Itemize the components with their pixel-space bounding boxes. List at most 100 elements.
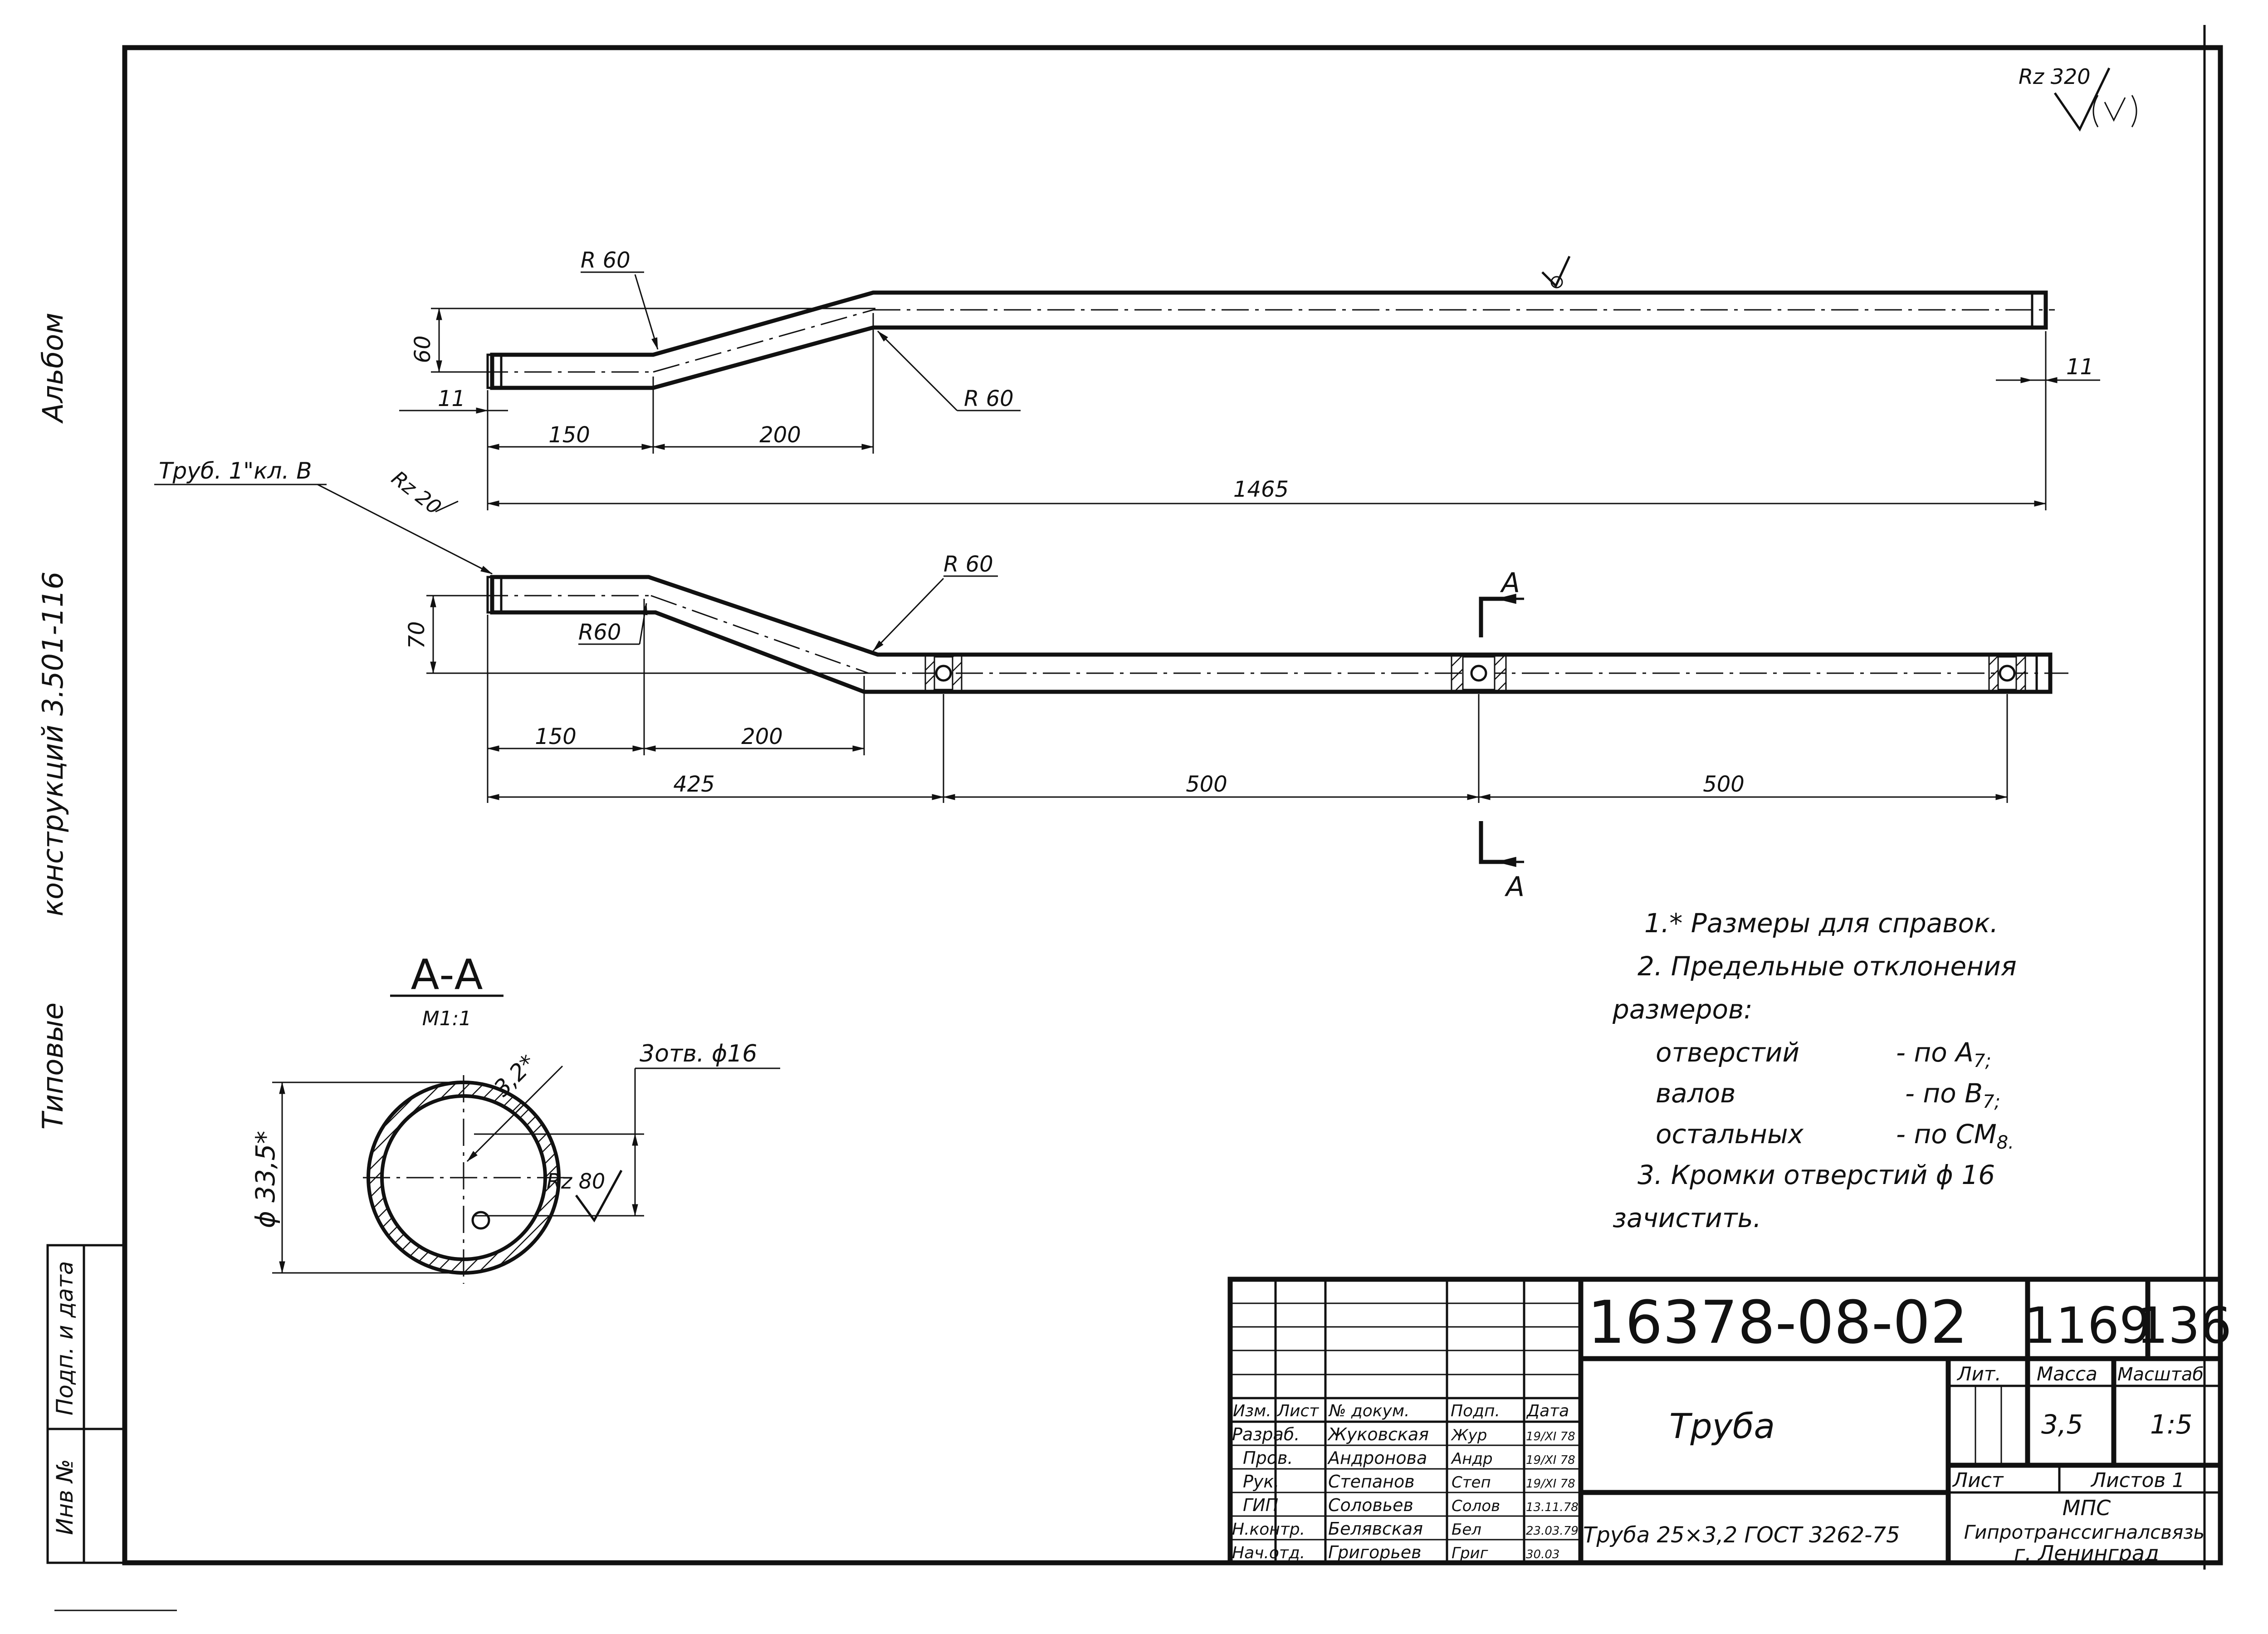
section-diameter: ϕ 33,5* (250, 1131, 281, 1228)
tb-drawing-number: 16378-08-02 (1588, 1288, 1968, 1357)
section-holes: 3отв. ϕ16 (640, 1040, 757, 1067)
note-3b: зачистить. (1613, 1203, 1761, 1233)
left-strip-inv-no: Инв № (52, 1459, 78, 1535)
left-strip: Подп. и дата Инв № (46, 1244, 126, 1564)
tb-signer-row: Рук. Степанов Степ 19/XI 78 (1243, 1472, 1575, 1492)
note-holes-label: отверстий (1656, 1037, 1799, 1068)
tb-sheets-label: Листов 1 (2090, 1469, 2185, 1492)
tb-signer-date: 19/XI 78 (1526, 1430, 1575, 1443)
tb-scale-value: 1:5 (2150, 1409, 2192, 1440)
tb-signer-role: Пров. (1243, 1448, 1293, 1468)
tb-signer-sign: Григ (1452, 1544, 1489, 1562)
tb-mass-value: 3,5 (2041, 1409, 2083, 1440)
dim-425: 425 (673, 772, 715, 797)
dim-11-right: 11 (2066, 354, 2094, 380)
dim-70: 70 (404, 621, 430, 649)
tb-signer-row: Пров. Андронова Андр 19/XI 78 (1243, 1448, 1575, 1468)
bottom-view-dimensions: Труб. 1"кл. В Rz 20 70 R 60 R60 150 200 … (154, 458, 2008, 903)
tb-signer-row: ГИП Соловьев Солов 13.11.78 (1243, 1495, 1579, 1515)
tb-signer-date: 13.11.78 (1526, 1501, 1579, 1514)
tb-signer-name: Соловьев (1328, 1495, 1413, 1515)
tb-col-list: Лист (1276, 1402, 1319, 1420)
title-block: Изм. Лист № докум. Подп. Дата Разраб. Жу… (1227, 1277, 2232, 1566)
dim-200-top: 200 (759, 422, 801, 448)
section-rz80: Rz 80 (547, 1169, 605, 1194)
hole-3 (1988, 654, 2026, 693)
tb-mass-header: Масса (2037, 1363, 2097, 1385)
tb-sheet-code-1: 1169 (2024, 1296, 2151, 1355)
side-stamp-line1: Альбом (36, 313, 69, 424)
hole-2 (1451, 654, 1507, 693)
left-strip-sign-date: Подп. и дата (52, 1261, 78, 1416)
tb-scale-header: Масштаб (2117, 1364, 2204, 1385)
tb-signer-row: Н.контр. Белявская Бел 23.03.79 (1232, 1519, 1579, 1539)
roughness-general-value: Rz 320 (2019, 64, 2091, 89)
tb-signer-role: ГИП (1243, 1495, 1278, 1515)
tb-signer-name: Андронова (1327, 1448, 1427, 1468)
side-stamp-line3: Типовые (36, 1003, 69, 1130)
dim-500-a: 500 (1186, 772, 1227, 797)
tb-org-line3: г. Ленинград (2014, 1541, 2159, 1566)
tb-signer-row: Разраб. Жуковская Жур 19/XI 78 (1232, 1424, 1575, 1444)
tb-material: Труба 25×3,2 ГОСТ 3262-75 (1583, 1522, 1900, 1548)
note-other-label: остальных (1656, 1119, 1804, 1150)
tb-signer-date: 19/XI 78 (1526, 1453, 1575, 1467)
tb-signer-sign: Степ (1452, 1473, 1491, 1492)
note-other-value: - по СМ8. (1896, 1119, 2014, 1153)
r60-bottom-lower: R60 (578, 620, 621, 645)
tb-sheet-label: Лист (1952, 1469, 2004, 1492)
tb-signer-name: Степанов (1328, 1472, 1415, 1492)
tb-signer-name: Белявская (1328, 1519, 1423, 1539)
tb-col-izm: Изм. (1233, 1402, 1271, 1420)
r60-top-lower: R 60 (964, 386, 1014, 411)
dim-500-b: 500 (1703, 772, 1745, 797)
note-other-sub: 8. (1997, 1132, 2014, 1153)
dim-11-left: 11 (438, 386, 465, 411)
dim-150-bottom: 150 (535, 724, 577, 749)
tb-org-line2: Гипротранссигналсвязь (1964, 1521, 2205, 1543)
section-scale: М1:1 (422, 1007, 472, 1030)
note-shafts-value: - по В7; (1905, 1078, 2000, 1112)
tb-signer-name: Григорьев (1328, 1542, 1422, 1562)
tb-signer-date: 19/XI 78 (1526, 1477, 1575, 1491)
tb-signer-sign: Солов (1452, 1497, 1500, 1515)
tb-signer-sign: Жур (1451, 1426, 1487, 1444)
top-view-dimensions: 60 11 11 150 200 1465 R 60 R 60 (399, 248, 2100, 510)
tb-signer-role: Нач.отд. (1232, 1544, 1305, 1562)
notes: 1.* Размеры для справок. 2. Предельные о… (1612, 908, 2017, 1233)
roughness-general: Rz 320 (2019, 64, 2137, 132)
dim-60: 60 (410, 335, 435, 363)
section-mark-top: А (1500, 567, 1520, 599)
note-2b: размеров: (1612, 994, 1753, 1025)
tb-col-date: Дата (1526, 1402, 1569, 1420)
dim-1465: 1465 (1233, 477, 1289, 502)
side-stamp-line2: конструкций 3.501-116 (36, 572, 69, 916)
tb-signer-sign: Бел (1452, 1521, 1481, 1539)
section-aa: А-А М1:1 ϕ 33,5* 3,2* 3отв. ϕ16 Rz 80 (250, 950, 780, 1284)
r60-top-upper: R 60 (581, 248, 631, 273)
r60-bottom-upper: R 60 (943, 552, 993, 577)
tb-col-sign: Подп. (1451, 1402, 1500, 1420)
section-mark-bottom: А (1504, 871, 1525, 903)
dim-150-top: 150 (548, 422, 590, 448)
tube-bottom-view (481, 575, 2068, 694)
tb-signer-sign: Андр (1451, 1450, 1493, 1468)
tb-signer-name: Жуковская (1327, 1424, 1429, 1444)
tb-signer-row: Нач.отд. Григорьев Григ 30.03 (1232, 1542, 1559, 1562)
section-title: А-А (411, 950, 483, 999)
callout-thread: Труб. 1"кл. В (159, 458, 312, 484)
note-shafts-label: валов (1656, 1078, 1735, 1109)
tb-lit-header: Лит. (1956, 1363, 2001, 1385)
dim-200-bottom: 200 (741, 724, 783, 749)
tb-org-line1: МПС (2063, 1496, 2111, 1520)
note-2: 2. Предельные отклонения (1637, 951, 2017, 982)
note-3: 3. Кромки отверстий ϕ 16 (1637, 1159, 1995, 1190)
tube-top-view (481, 255, 2055, 390)
hole-1 (924, 654, 963, 693)
sheet-frame (54, 25, 2223, 1611)
tb-signer-date: 23.03.79 (1526, 1524, 1579, 1538)
tb-signer-role: Н.контр. (1232, 1520, 1305, 1539)
tb-col-doc: № докум. (1328, 1402, 1409, 1420)
note-holes-value: - по А7; (1896, 1037, 1991, 1071)
